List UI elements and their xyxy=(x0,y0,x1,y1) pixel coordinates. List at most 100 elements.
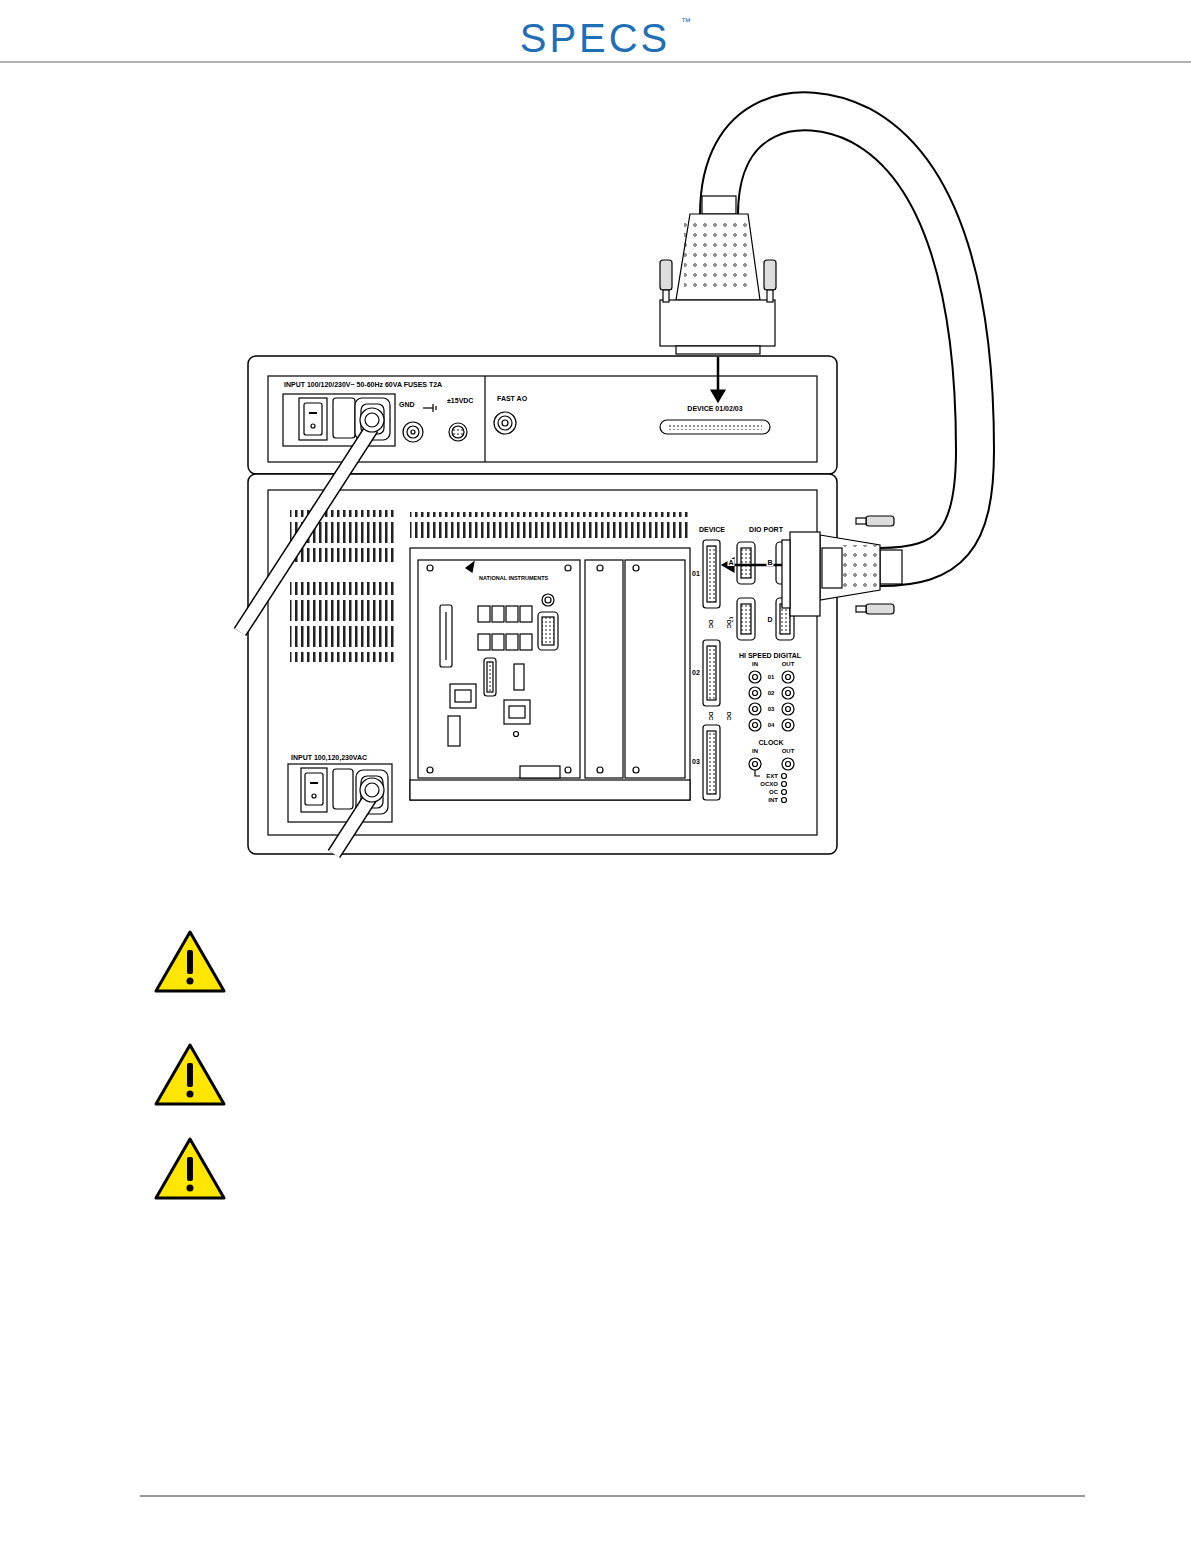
port-label: HI SPEED DIGITAL xyxy=(738,652,802,659)
power-cords-part xyxy=(334,795,372,854)
port-label: OUT xyxy=(781,748,796,754)
top-unit-part xyxy=(435,406,436,410)
connector-panel-part xyxy=(707,646,716,700)
ni-chassis-part xyxy=(514,664,524,690)
top-unit-part xyxy=(660,420,770,434)
side-cable-plug-part xyxy=(880,550,902,584)
bottom-unit-part xyxy=(333,769,353,809)
brand-logo: SPECS xyxy=(519,18,672,58)
footer-rule-part xyxy=(140,1496,1085,1497)
bottom-unit-part xyxy=(305,773,323,805)
side-cable-plug-part xyxy=(820,535,880,600)
insert-arrows-part xyxy=(732,564,782,567)
footer-rule xyxy=(140,1495,1085,1496)
ni-chassis-part xyxy=(455,690,471,702)
warning-symbols-part xyxy=(187,1185,194,1192)
side-cable-plug-part xyxy=(822,548,842,588)
port-label: DC xyxy=(708,619,714,630)
side-cable-plug-part xyxy=(838,545,878,590)
insert-arrows xyxy=(711,357,782,572)
port-label: DEVICE 01/02/03 xyxy=(686,405,743,412)
connector-panel-part xyxy=(749,758,761,770)
insert-arrows-part xyxy=(722,558,734,572)
header-rule xyxy=(0,61,1191,62)
ni-chassis-part xyxy=(466,562,474,572)
connector-panel-part xyxy=(707,731,716,794)
top-unit-part xyxy=(494,412,516,434)
connector-panel-part xyxy=(786,723,791,728)
bottom-unit-part xyxy=(410,512,690,538)
connector-panel xyxy=(703,540,794,803)
channel-number: 02 xyxy=(767,690,776,696)
ni-chassis-part xyxy=(509,706,525,718)
connector-panel-part xyxy=(782,671,794,683)
connector-panel-part xyxy=(703,640,720,706)
power-cords-part xyxy=(360,778,384,802)
ni-chassis-part xyxy=(633,565,639,571)
power-cords-part xyxy=(365,413,379,427)
insert-arrows-part xyxy=(711,390,725,402)
power-cords-part xyxy=(240,428,372,632)
ni-chassis-part xyxy=(427,767,433,773)
port-letter: B xyxy=(766,559,773,566)
top-unit-part xyxy=(248,356,837,474)
port-letter: A xyxy=(727,559,734,566)
ni-chassis-part xyxy=(633,767,639,773)
connector-panel-part xyxy=(741,548,751,578)
bottom-unit-part xyxy=(268,490,817,835)
connector-panel-part xyxy=(749,671,761,683)
warning-symbols xyxy=(156,932,224,1198)
ni-chassis-part xyxy=(585,560,623,778)
side-cable-plug-part xyxy=(790,532,820,616)
port-label: IN xyxy=(751,748,759,754)
ni-chassis-part xyxy=(506,634,518,650)
power-cords-part xyxy=(240,428,372,632)
top-unit-part xyxy=(299,398,327,440)
top-cable-plug xyxy=(660,196,776,354)
port-label: GND xyxy=(398,401,416,408)
top-unit-part xyxy=(309,412,317,414)
port-label: DC xyxy=(708,711,714,722)
ni-chassis-part xyxy=(597,565,603,571)
warning-symbols-part xyxy=(187,1157,193,1181)
warning-symbols-part xyxy=(187,950,193,974)
top-cable-plug-part xyxy=(676,346,760,354)
top-unit-part xyxy=(411,430,415,434)
ni-chassis-part xyxy=(484,658,496,696)
connector-panel-part xyxy=(741,604,751,634)
ni-chassis-part xyxy=(597,767,603,773)
ni-chassis-part xyxy=(450,684,476,708)
connector-panel-part xyxy=(749,687,761,699)
led-label: INT xyxy=(767,797,779,803)
led-label: OCXO xyxy=(759,781,779,787)
connector-panel-part xyxy=(782,774,787,779)
top-unit-part xyxy=(407,426,419,438)
connector-panel-part xyxy=(737,598,755,640)
port-label: CLOCK xyxy=(758,739,785,746)
top-cable-plug-part xyxy=(702,196,736,214)
power-cords-part xyxy=(360,408,384,432)
side-cable-plug-part xyxy=(856,606,866,612)
ni-chassis-part xyxy=(427,565,433,571)
ni-chassis-part xyxy=(565,767,571,773)
led-label: OC xyxy=(768,789,779,795)
port-letter: D xyxy=(766,616,773,623)
port-label: FAST AO xyxy=(496,395,528,402)
bottom-unit-part xyxy=(290,582,395,662)
ni-chassis-part xyxy=(445,612,446,660)
power-cords-part xyxy=(365,783,379,797)
connector-panel-part xyxy=(749,703,761,715)
top-unit-part xyxy=(452,426,464,438)
connector-panel-part xyxy=(786,691,791,696)
ni-chassis-part xyxy=(538,612,558,650)
ni-chassis-part xyxy=(504,700,530,724)
bottom-unit-part xyxy=(312,794,316,798)
header-rule-part xyxy=(0,61,1191,63)
warning-symbols-part xyxy=(187,1063,193,1087)
top-unit-part xyxy=(304,403,322,435)
ni-chassis-part xyxy=(545,597,551,603)
ni-chassis-part xyxy=(410,548,690,800)
warning-symbols-part xyxy=(187,1091,194,1098)
top-unit-part xyxy=(502,420,508,426)
